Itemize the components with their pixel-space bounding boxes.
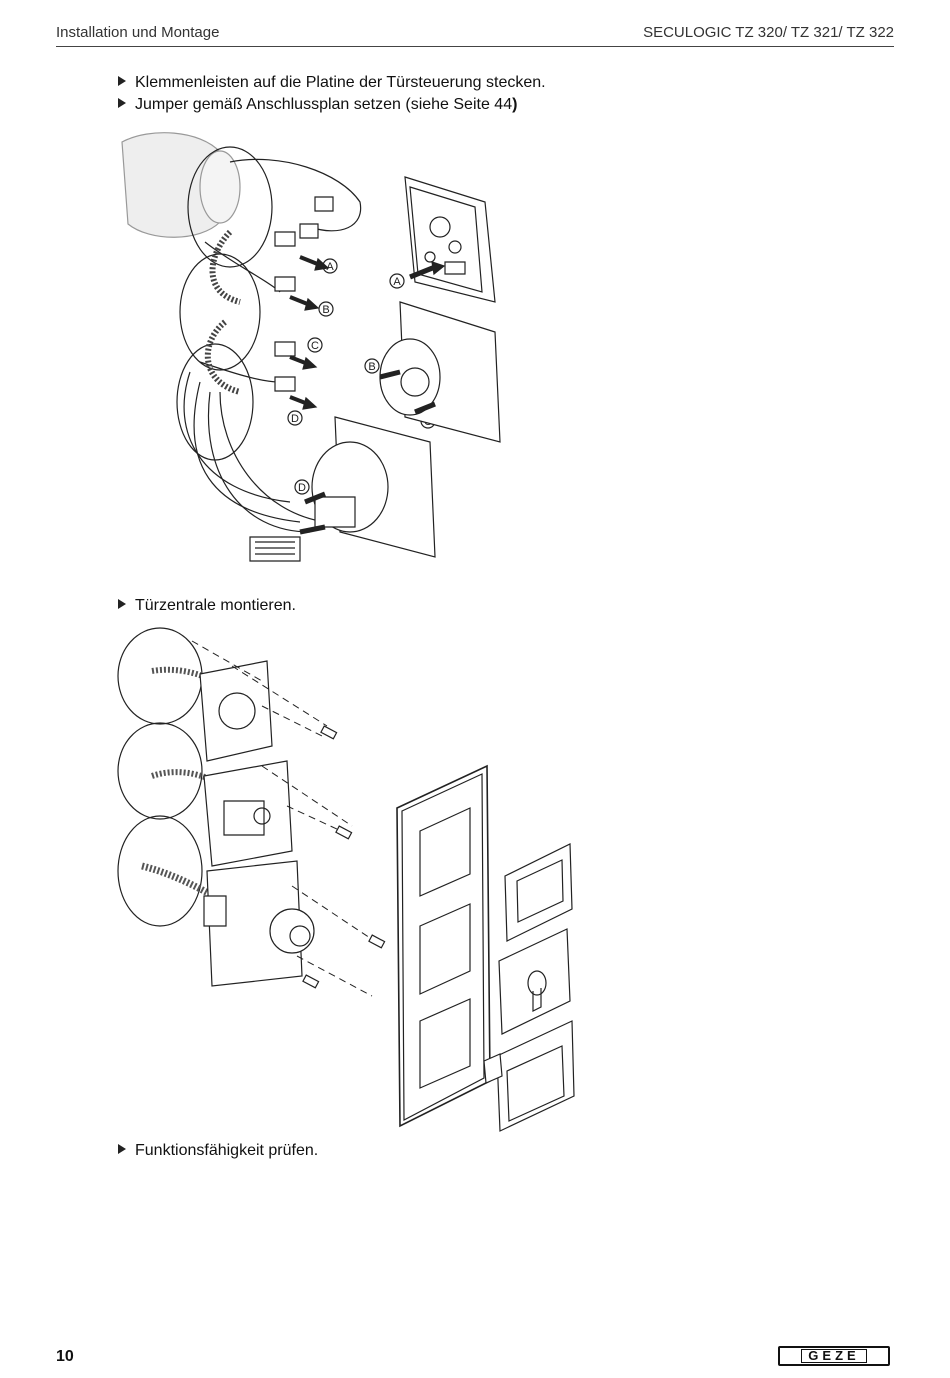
flush-boxes [118, 628, 242, 926]
page-header: Installation und Montage SECULOGIC TZ 32… [56, 22, 894, 47]
wiring-diagram: A B C D A B C D [110, 132, 510, 582]
insert-modules [200, 661, 314, 986]
geze-logo-text: GEZE [801, 1349, 867, 1363]
section-title: Installation und Montage [56, 24, 220, 41]
step-1: Klemmenleisten auf die Platine der Türst… [118, 74, 546, 92]
svg-text:A: A [393, 276, 401, 288]
step-4-text: Funktionsfähigkeit prüfen. [135, 1142, 319, 1159]
svg-text:A: A [326, 261, 334, 273]
screws [303, 726, 385, 988]
step-3-text: Türzentrale montieren. [135, 597, 296, 614]
triangle-right-icon [118, 599, 126, 609]
terminal-connectors [275, 197, 333, 409]
svg-text:C: C [311, 340, 319, 352]
triangle-right-icon [118, 98, 126, 108]
step-2-text: Jumper gemäß Anschlussplan setzen (siehe… [135, 96, 513, 113]
geze-logo: GEZE [778, 1346, 890, 1366]
step-2-close: ) [512, 96, 518, 113]
svg-text:B: B [368, 361, 375, 373]
module-terminal-d [250, 417, 435, 561]
svg-text:D: D [291, 413, 299, 425]
triple-frame [397, 766, 490, 1126]
step-4: Funktionsfähigkeit prüfen. [118, 1142, 318, 1160]
triangle-right-icon [118, 1144, 126, 1154]
module-pcb-a [405, 177, 495, 302]
svg-text:B: B [322, 304, 329, 316]
triangle-right-icon [118, 76, 126, 86]
cable-loops [177, 147, 361, 532]
product-title: SECULOGIC TZ 320/ TZ 321/ TZ 322 [643, 24, 894, 41]
step-1-text: Klemmenleisten auf die Platine der Türst… [135, 74, 546, 91]
assembly-diagram [112, 626, 592, 1136]
page-number: 10 [56, 1348, 74, 1365]
module-relay-bc [380, 302, 500, 442]
step-3: Türzentrale montieren. [118, 597, 296, 615]
cover-plates [484, 844, 574, 1131]
flush-box [122, 133, 240, 238]
svg-text:D: D [298, 482, 306, 494]
step-2: Jumper gemäß Anschlussplan setzen (siehe… [118, 96, 517, 114]
alignment-lines [192, 641, 382, 996]
